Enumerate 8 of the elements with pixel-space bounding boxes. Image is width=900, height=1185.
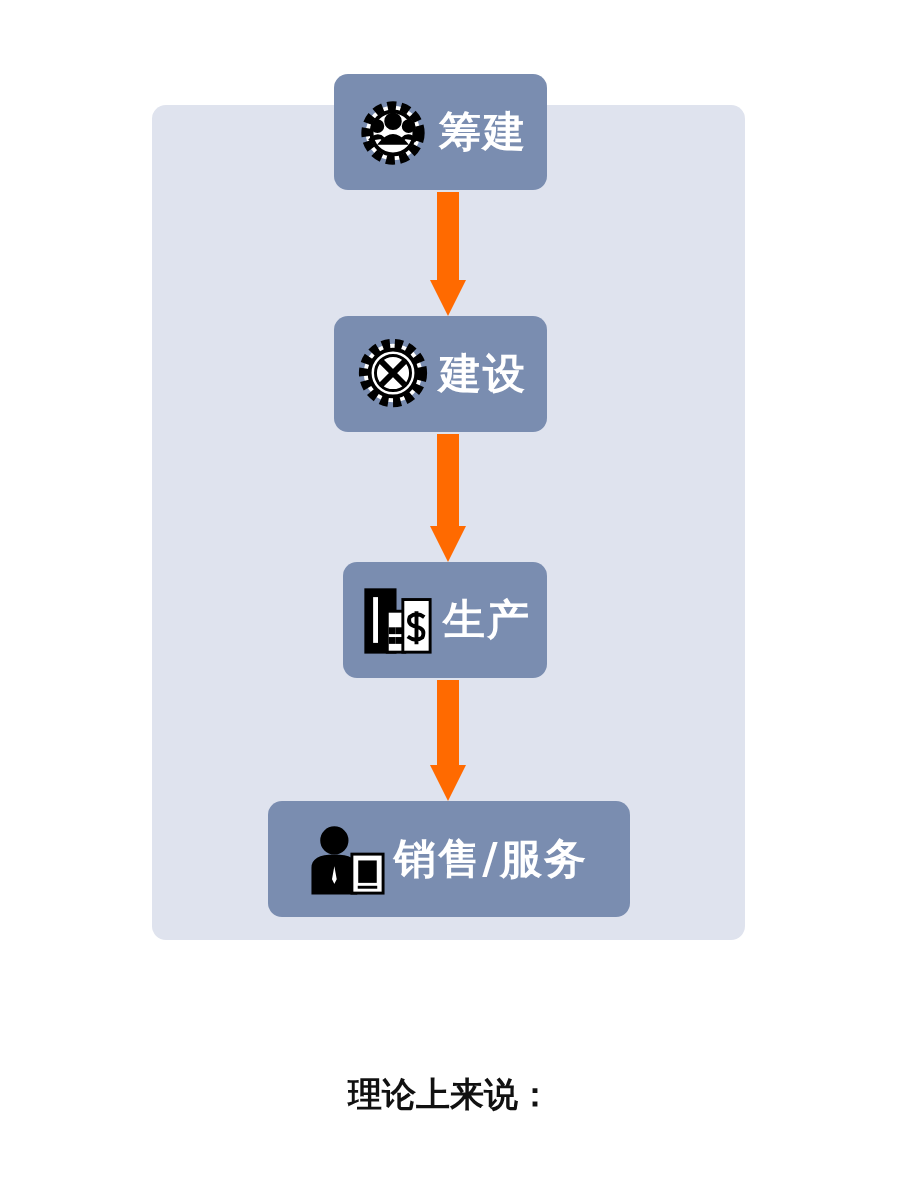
process-box: 生产 [343, 562, 547, 678]
caption-text: 理论上来说： [348, 1074, 552, 1114]
arrow [430, 434, 466, 562]
process-box: 建设 [334, 316, 547, 432]
arrow [430, 192, 466, 316]
arrow [430, 680, 466, 801]
process-box: 销售/服务 [268, 801, 630, 917]
process-box: 筹建 [334, 74, 547, 190]
